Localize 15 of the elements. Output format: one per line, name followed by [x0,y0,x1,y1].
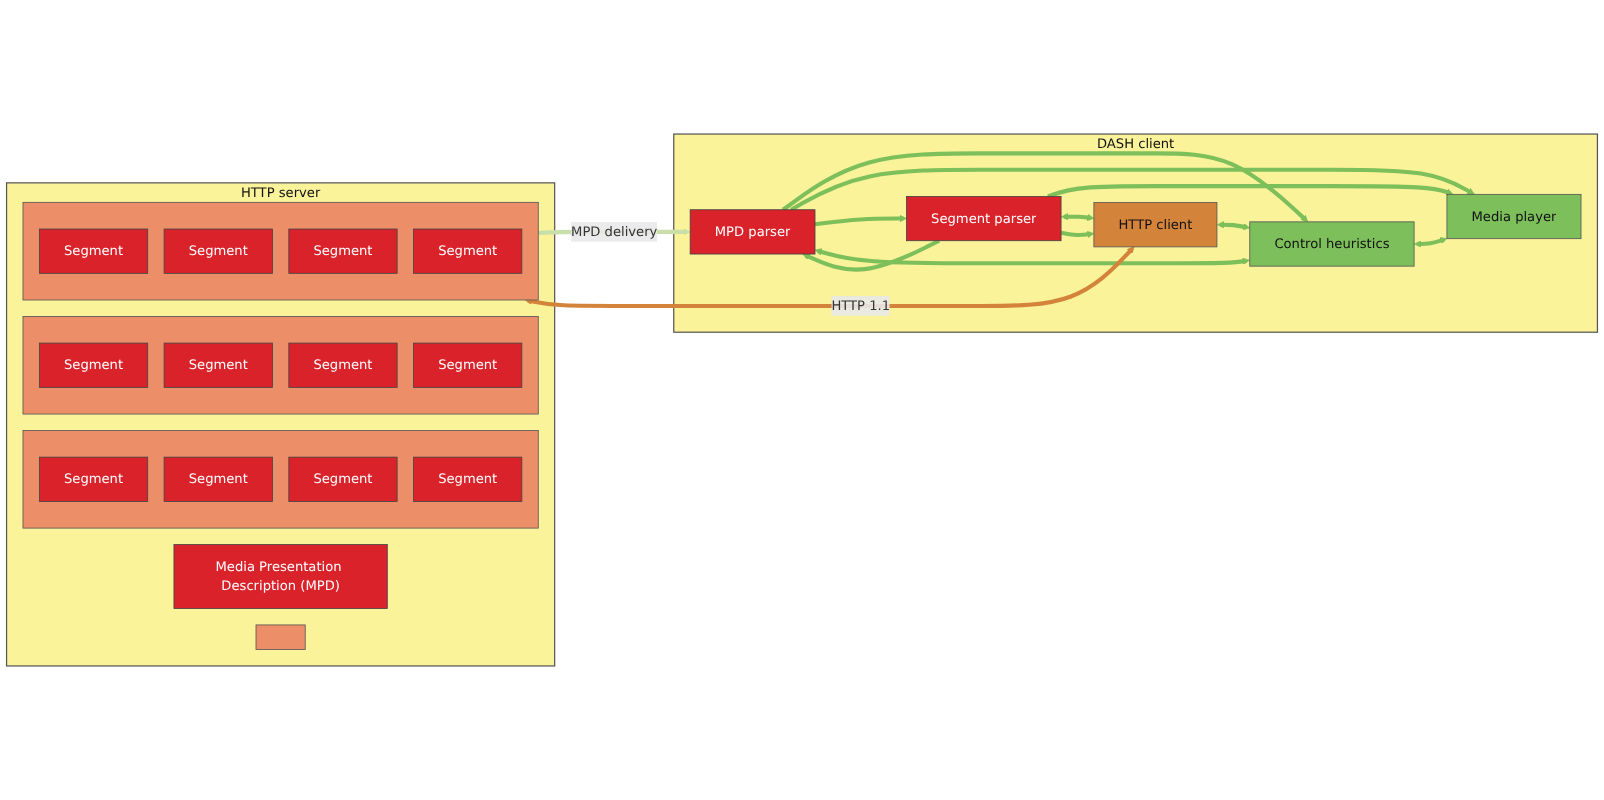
cluster [22,201,539,301]
arrow [814,248,1250,266]
arrow [1060,230,1095,238]
arrow [1047,184,1454,199]
arrow [790,167,1475,212]
arrow [524,246,1135,308]
arrow [1414,237,1448,248]
node-box [255,624,306,650]
cluster [22,316,539,415]
arrow [781,151,1309,223]
arrow [814,214,907,227]
arrow [1216,221,1251,231]
arrow [1061,213,1095,222]
cluster [22,430,539,529]
arrow [802,238,941,272]
